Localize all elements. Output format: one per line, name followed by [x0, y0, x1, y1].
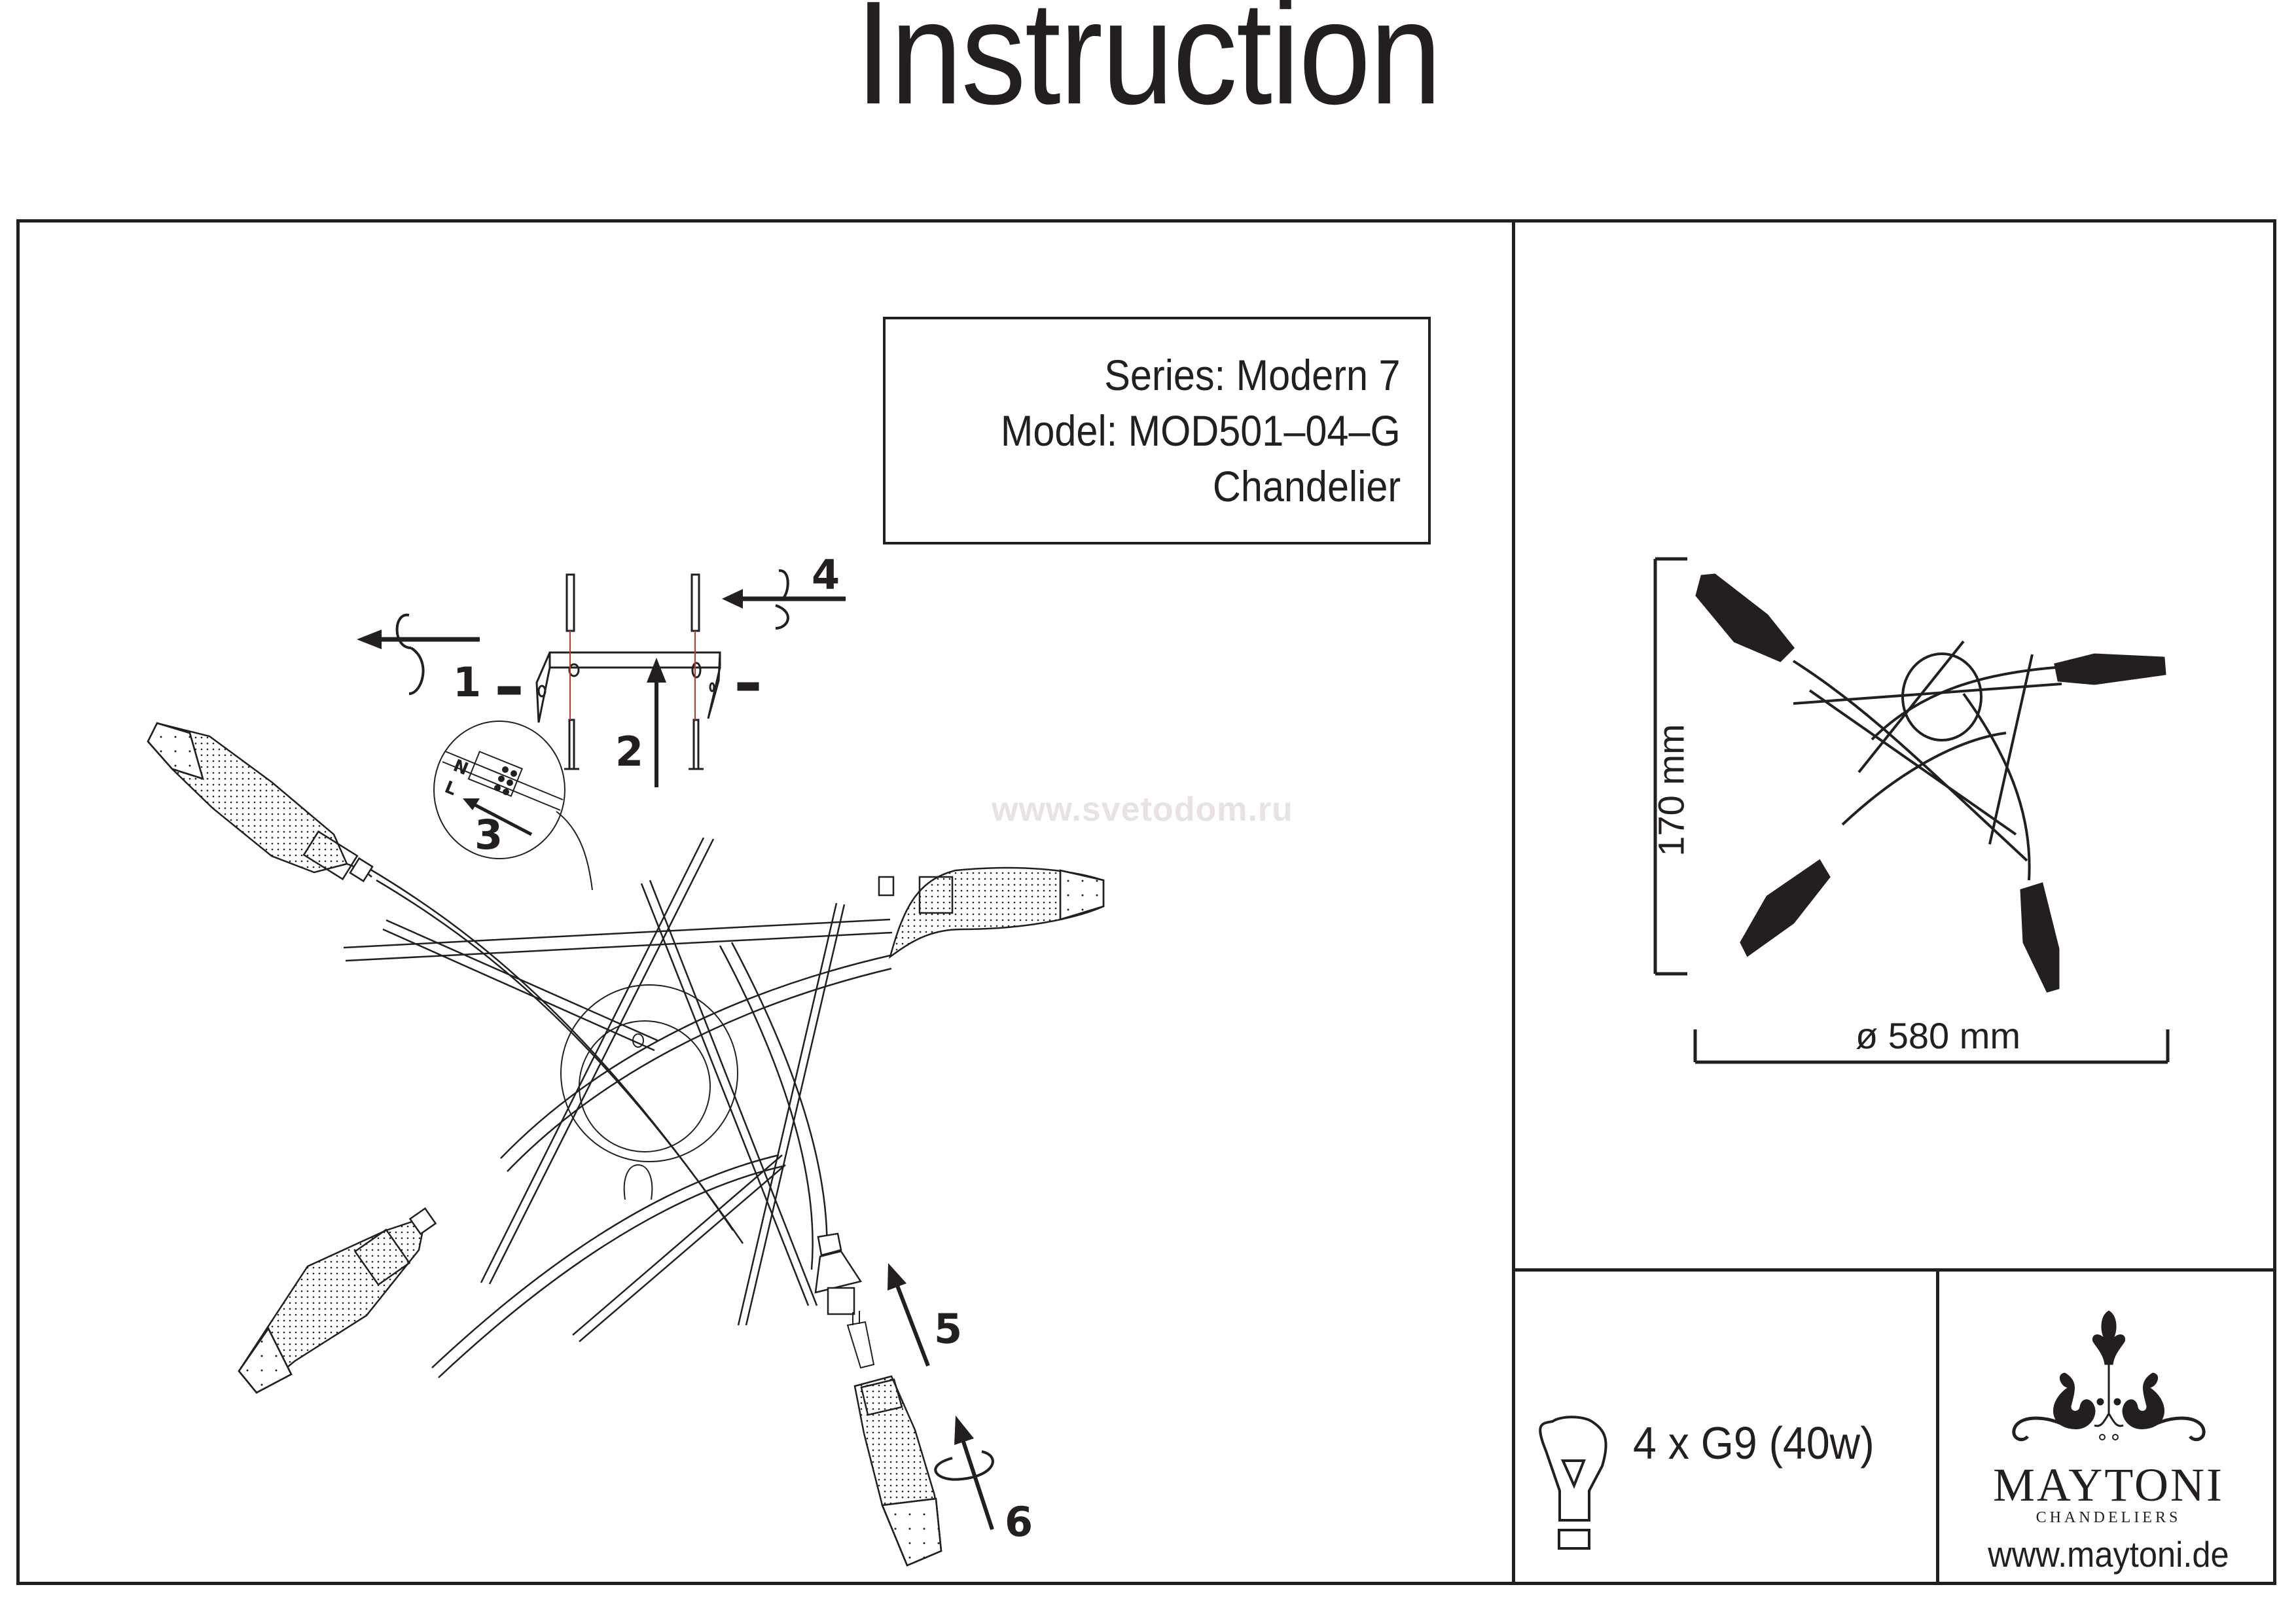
- lamp-shade-upper-left: [147, 722, 374, 883]
- column-divider: [1512, 219, 1515, 1585]
- step-3-label: 3: [475, 811, 503, 859]
- chandelier-arms: [366, 866, 892, 1378]
- step-1-arrow: [357, 613, 480, 695]
- step-6-arrow: [934, 1416, 994, 1530]
- lamp-shade-lower-left: [238, 1207, 437, 1394]
- row-divider: [1512, 1268, 2276, 1272]
- diameter-dimension-label: ø 580 mm: [1856, 1015, 2021, 1056]
- step-4-arrow: [722, 569, 846, 630]
- wire-guides: [569, 631, 696, 720]
- footer-divider: [1936, 1268, 1939, 1585]
- step-2-arrow: [647, 658, 666, 787]
- mounting-screws: [497, 682, 759, 770]
- brand-tagline: CHANDELIERS: [2036, 1509, 2181, 1526]
- lamp-holder: [814, 1232, 863, 1315]
- brand-website-link[interactable]: www.maytoni.de: [1988, 1534, 2229, 1575]
- g9-bulb: [846, 1311, 875, 1369]
- wall-plugs: [565, 573, 700, 632]
- series-label: Series: Modern 7: [1104, 351, 1401, 399]
- overview-drawing: [1653, 557, 2170, 1064]
- page-title: Instruction: [855, 0, 1442, 135]
- step-5-label: 5: [934, 1305, 963, 1353]
- watermark: www.svetodom.ru: [992, 791, 1293, 829]
- chandelier-hub: [560, 984, 738, 1200]
- step-6-label: 6: [1005, 1498, 1033, 1546]
- bulb-spec: 4 x G9 (40w): [1633, 1418, 1874, 1469]
- instruction-frame: [16, 219, 2276, 1585]
- step-4-label: 4: [812, 551, 840, 599]
- overview-shades: [1695, 573, 2166, 993]
- product-type-label: Chandelier: [1212, 462, 1401, 510]
- detached-shade: [853, 1375, 942, 1567]
- height-dimension-label: 170 mm: [1650, 724, 1692, 857]
- step-1-label: 1: [453, 658, 482, 706]
- decorative-rods: [343, 837, 893, 1342]
- lamp-shade-right: [878, 866, 1105, 959]
- overview-chandelier: [1792, 640, 2062, 881]
- step-5-arrow: [888, 1263, 930, 1367]
- product-info-box: Series: Modern 7 Model: MOD501–04–G Chan…: [883, 317, 1431, 544]
- mounting-bracket: [535, 651, 721, 723]
- brand-name: MAYTONI: [1992, 1459, 2225, 1511]
- step-2-label: 2: [615, 728, 644, 776]
- wiring-detail: [433, 721, 593, 891]
- model-label: Model: MOD501–04–G: [1001, 406, 1401, 455]
